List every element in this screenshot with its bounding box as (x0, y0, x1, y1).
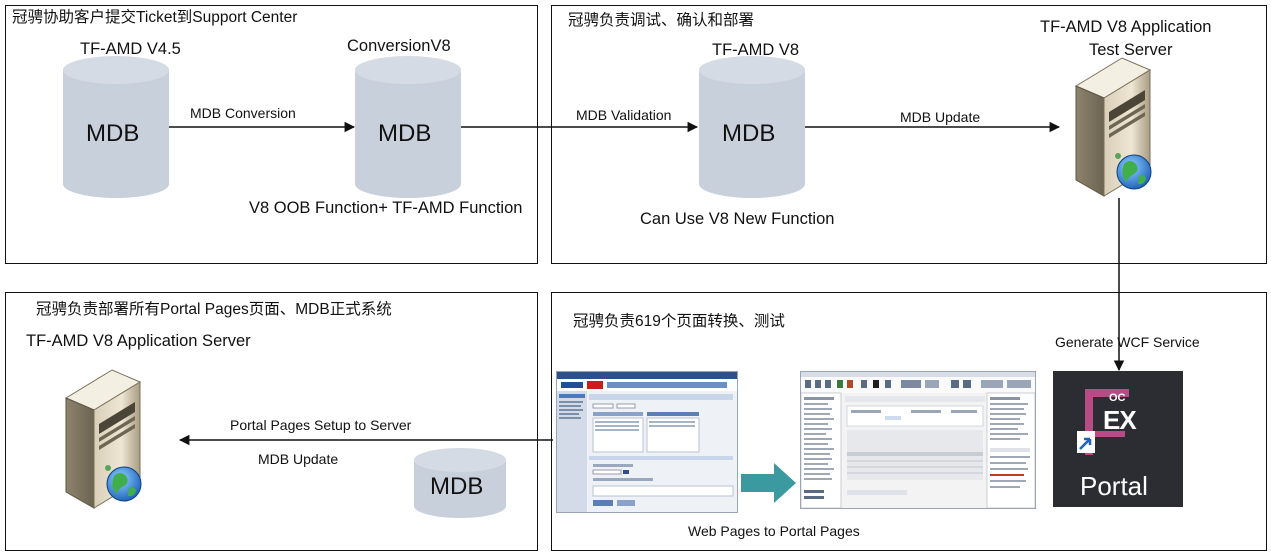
v8-caption: Can Use V8 New Function (640, 210, 835, 228)
v8-system-label: TF-AMD V8 (712, 41, 800, 59)
panel-title-page-conversion: 冠骋负责619个页面转换、测试 (573, 313, 785, 330)
right-arrow-icon (741, 463, 796, 503)
application-server-label: TF-AMD V8 Application Server (26, 332, 251, 350)
conversion-caption-web-to-portal: Web Pages to Portal Pages (688, 523, 860, 539)
conversion-system-label: ConversionV8 (347, 37, 451, 55)
test-server-label-line1: TF-AMD V8 Application (1040, 18, 1212, 36)
server-icon-test (1074, 57, 1152, 197)
edge-label-mdb-validation: MDB Validation (576, 107, 672, 123)
edge-label-mdb-update-top: MDB Update (900, 109, 981, 125)
edge-label-mdb-update-bottom: MDB Update (258, 451, 339, 467)
v8-db-label: MDB (722, 120, 776, 147)
portal-mark-big: EX (1103, 405, 1137, 435)
test-server-label-line2: Test Server (1089, 41, 1173, 59)
portal-page-screenshot (800, 371, 1036, 509)
database-cylinder-conversion (355, 56, 461, 198)
database-cylinder-v8 (699, 56, 805, 198)
database-cylinder-v45 (63, 56, 169, 198)
source-db-label: MDB (86, 120, 140, 147)
edge-label-portal-setup: Portal Pages Setup to Server (230, 417, 412, 433)
source-system-label: TF-AMD V4.5 (80, 40, 181, 58)
edge-label-mdb-conversion: MDB Conversion (190, 105, 296, 121)
server-icon-application (64, 369, 142, 509)
portal-app-icon: OC EX Portal (1053, 371, 1183, 507)
panel-title-ticket: 冠骋协助客户提交Ticket到Support Center (12, 9, 298, 26)
edge-label-generate-wcf: Generate WCF Service (1055, 334, 1200, 350)
panel-title-debug: 冠骋负责调试、确认和部署 (568, 12, 755, 29)
web-page-screenshot (556, 371, 738, 513)
portal-tile-label: Portal (1080, 471, 1148, 501)
panel-title-portal-deploy: 冠骋负责部署所有Portal Pages页面、MDB正式系统 (36, 301, 392, 318)
database-cylinder-portal (414, 448, 506, 518)
portal-mark-small: OC (1109, 392, 1126, 404)
portal-db-label: MDB (430, 473, 484, 500)
conversion-db-label: MDB (378, 120, 432, 147)
conversion-caption: V8 OOB Function+ TF-AMD Function (249, 199, 523, 217)
